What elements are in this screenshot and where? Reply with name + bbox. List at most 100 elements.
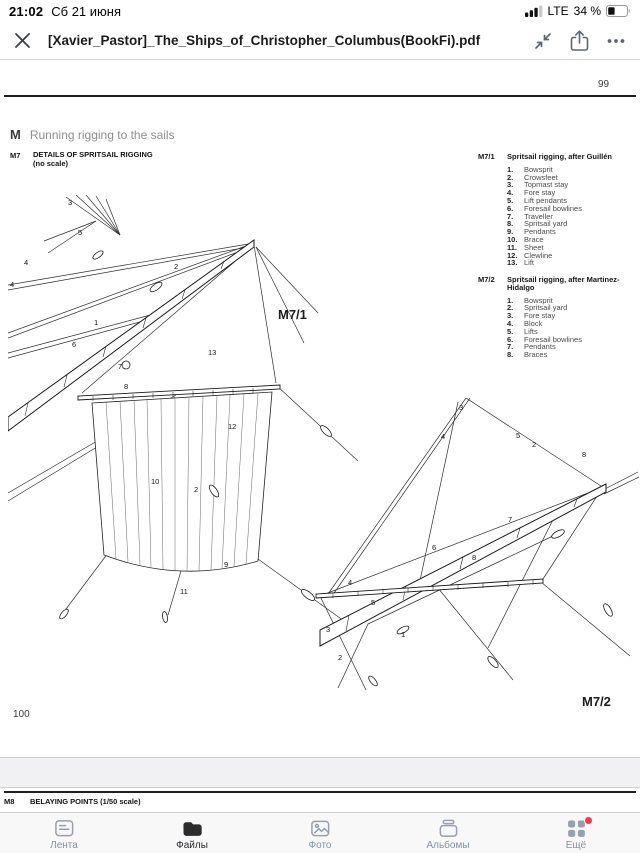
legend-item: 2. Crowsfeet xyxy=(478,172,638,182)
legend-item-number: 3. xyxy=(507,180,514,190)
more-button[interactable] xyxy=(606,31,626,51)
page-number-top: 99 xyxy=(598,79,610,90)
legend-item-label: Traveller xyxy=(524,211,553,221)
tab-label: Ещё xyxy=(565,840,587,851)
diagram-callout: 8 xyxy=(472,553,477,562)
legend-item: 7. Pendants xyxy=(478,343,638,351)
tab-photos[interactable]: Фото xyxy=(256,813,384,853)
diagram-callout: 5 xyxy=(516,431,521,440)
legend-code: M7/2 xyxy=(478,275,495,284)
diagram-callout: 4 xyxy=(348,578,353,587)
legend-item-number: 5. xyxy=(507,326,514,336)
legend-item-number: 5. xyxy=(507,195,514,205)
legend-item-label: Braces xyxy=(524,350,548,360)
legend-item: 11. Sheet xyxy=(478,242,638,252)
next-figure-title: BELAYING POINTS (1/50 scale) xyxy=(30,797,141,806)
figure-title: DETAILS OF SPRITSAIL RIGGING xyxy=(33,150,153,159)
legend-item: 3. Fore stay xyxy=(478,312,638,320)
albums-icon xyxy=(439,819,457,837)
diagram-label-m72: M7/2 xyxy=(582,694,611,709)
page-gap xyxy=(0,757,640,788)
network-type-label: LTE xyxy=(547,4,569,18)
diagram-callout: 2 xyxy=(174,262,179,271)
collapse-button[interactable] xyxy=(533,31,553,51)
legend-item: 12. Clewline xyxy=(478,250,638,260)
legend-header: M7/2 Spritsail rigging, after Martinez-H… xyxy=(478,276,638,292)
legend-item-number: 11. xyxy=(507,242,518,252)
battery-icon xyxy=(606,5,630,17)
tab-albums[interactable]: Альбомы xyxy=(384,813,512,853)
legend-item: 10. Brace xyxy=(478,236,638,244)
share-icon xyxy=(570,29,589,51)
diagram-callout: 8 xyxy=(124,382,129,391)
share-button[interactable] xyxy=(570,29,589,53)
legend-items: 1. Bowsprit 2. Spritsail yard 3. Fore st… xyxy=(478,296,638,359)
legend-item-label: Pendants xyxy=(524,342,556,352)
status-bar: 21:02 Сб 21 июня LTE 34 % xyxy=(0,0,640,22)
legend-code: M7/1 xyxy=(478,152,495,161)
close-button[interactable] xyxy=(14,32,31,49)
legend-item-number: 3. xyxy=(507,311,514,321)
legend-items: 1. Bowsprit 2. Crowsfeet 3. Topmast stay xyxy=(478,164,638,267)
legend-item: 8. Braces xyxy=(478,351,638,359)
legend-item-number: 8. xyxy=(507,219,514,229)
legend-item: 1. Bowsprit xyxy=(478,164,638,174)
legend-title: Spritsail rigging, after Martinez-Hidalg… xyxy=(507,275,620,292)
cellular-signal-icon xyxy=(524,5,542,17)
tab-bar: Лента Файлы Фото xyxy=(0,812,640,853)
legend-item-number: 1. xyxy=(507,164,514,174)
legend-item: 8. Spritsail yard xyxy=(478,220,638,228)
legend-item-label: Lift xyxy=(524,258,535,268)
diagram-callout: 7 xyxy=(508,515,513,524)
feed-icon xyxy=(54,819,73,836)
diagram-callout: 12 xyxy=(228,422,237,431)
legend-item-label: Foresail bowlines xyxy=(524,334,582,344)
diagram-callout: 7 xyxy=(118,362,123,371)
legend-item: 13. Lift xyxy=(478,259,638,267)
legend-item-label: Topmast stay xyxy=(524,180,569,190)
legend-item-number: 10. xyxy=(507,234,518,244)
legend-item-label: Clewline xyxy=(524,250,553,260)
legend-item-label: Spritsail yard xyxy=(524,303,568,313)
ellipsis-icon xyxy=(607,38,625,43)
legend-m71: M7/1 Spritsail rigging, after Guillén 1.… xyxy=(478,153,638,267)
close-icon xyxy=(15,33,30,48)
tab-label: Альбомы xyxy=(426,840,470,851)
legend-item: 1. Bowsprit xyxy=(478,296,638,305)
legend-item: 7. Traveller xyxy=(478,211,638,221)
status-date: Сб 21 июня xyxy=(51,3,121,19)
diagram-callout: 3 xyxy=(459,403,464,412)
notification-badge xyxy=(583,816,593,825)
legend-item: 9. Pendants xyxy=(478,228,638,236)
tab-more[interactable]: Ещё xyxy=(512,813,640,853)
diagram-callout: 6 xyxy=(72,340,77,349)
legend-item-number: 13. xyxy=(507,258,518,268)
legend-item-label: Foresail bowlines xyxy=(524,203,582,213)
legend-item-label: Brace xyxy=(524,234,544,244)
legend-item: 6. Foresail bowlines xyxy=(478,203,638,213)
section-title: Running rigging to the sails xyxy=(29,128,175,142)
diagram-callout: 5 xyxy=(371,598,376,607)
legend-item-number: 8. xyxy=(507,350,514,360)
diagram-callout: 2 xyxy=(338,653,343,662)
tab-files[interactable]: Файлы xyxy=(128,813,256,853)
diagram-callout: 4 xyxy=(24,258,29,267)
legend-item-label: Block xyxy=(524,318,543,328)
legend-item-label: Bowsprit xyxy=(524,164,553,174)
legend-item: 4. Block xyxy=(478,320,638,328)
legend-item-number: 6. xyxy=(507,203,514,213)
diagram-callout: 11 xyxy=(180,587,188,596)
legend-item-label: Crowsfeet xyxy=(524,172,558,182)
legend-item-label: Fore stay xyxy=(524,188,556,198)
legend-item-number: 2. xyxy=(507,172,514,182)
legend-item-number: 9. xyxy=(507,227,514,237)
legend-item-label: Spritsail yard xyxy=(524,219,568,229)
diagram-callout: 2 xyxy=(194,485,199,494)
legend-item: 2. Spritsail yard xyxy=(478,304,638,312)
section-header: M Running rigging to the sails xyxy=(10,127,175,142)
tab-feed[interactable]: Лента xyxy=(0,813,128,853)
collapse-icon xyxy=(535,32,551,49)
pdf-scroll-area[interactable]: 99 M Running rigging to the sails M7 DET… xyxy=(0,60,640,812)
